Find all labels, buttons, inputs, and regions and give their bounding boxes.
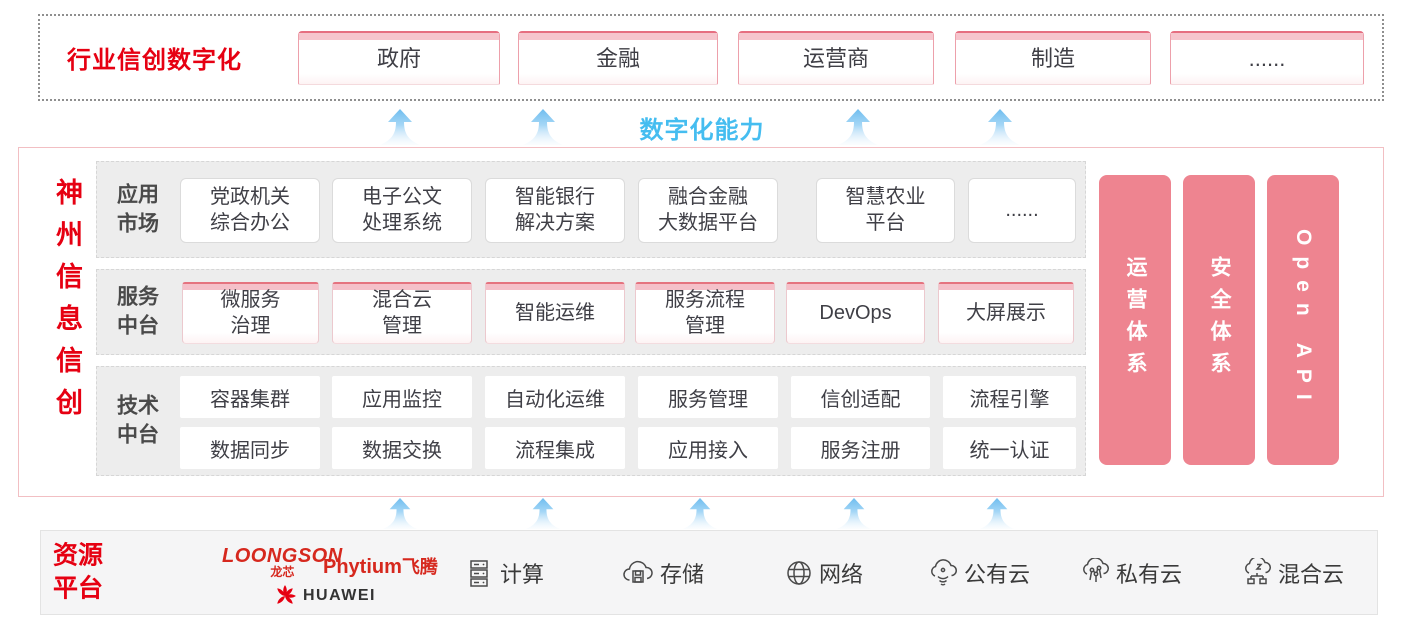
industry-section: 行业信创数字化 政府 金融 运营商 制造 ...... [38,14,1384,101]
resource-section-title: 资源 平台 [53,540,104,603]
pillar-open-api: Open API [1267,175,1339,465]
tech-box-app-access: 应用接入 [638,427,778,469]
app-box-more: ...... [968,178,1076,243]
up-arrow-icon [525,498,561,529]
pillar-operations-system: 运营体系 [1099,175,1171,465]
app-market-row: 应用 市场 党政机关 综合办公 电子公文 处理系统 智能银行 解决方案 融合金融… [96,161,1086,258]
app-box-smart-agriculture: 智慧农业 平台 [816,178,955,243]
public-cloud-icon [931,558,957,586]
tech-box-service-mgmt: 服务管理 [638,376,778,418]
resource-item-hybrid-cloud: 混合云 [1241,531,1344,614]
app-box-finance-bigdata: 融合金融 大数据平台 [638,178,778,243]
vendor-phytium-logo: Phytium飞腾 [323,556,438,578]
up-arrow-icon [682,498,718,529]
app-market-row-label: 应用 市场 [117,183,159,236]
industry-section-title: 行业信创数字化 [67,47,242,74]
industry-item-operator: 运营商 [738,31,934,85]
service-box-big-screen: 大屏展示 [938,282,1074,344]
service-platform-row: 服务 中台 微服务 治理 混合云 管理 智能运维 服务流程 管理 DevOps … [96,269,1086,355]
service-box-service-process-mgmt: 服务流程 管理 [635,282,775,344]
app-box-smart-banking: 智能银行 解决方案 [485,178,625,243]
industry-item-finance: 金融 [518,31,718,85]
service-box-hybrid-cloud-mgmt: 混合云 管理 [332,282,472,344]
hybrid-cloud-icon [1245,557,1271,584]
resource-item-public-cloud: 公有云 [927,531,1030,614]
tech-box-automated-ops: 自动化运维 [485,376,625,418]
tech-box-data-sync: 数据同步 [180,427,320,469]
app-box-edoc-system: 电子公文 处理系统 [332,178,472,243]
service-platform-row-label: 服务 中台 [117,285,159,338]
app-box-party-gov-office: 党政机关 综合办公 [180,178,320,243]
up-arrow-icon [980,109,1020,145]
tech-box-xinchuang-adaptation: 信创适配 [791,376,930,418]
up-arrow-icon [382,498,418,529]
storage-icon [623,560,653,583]
up-arrow-icon [979,498,1015,529]
pillar-security-system: 安全体系 [1183,175,1255,465]
service-box-intelligent-ops: 智能运维 [485,282,625,344]
industry-item-government: 政府 [298,31,500,85]
tech-box-data-exchange: 数据交换 [332,427,472,469]
tech-platform-row: 技术 中台 容器集群 应用监控 自动化运维 服务管理 信创适配 流程引擎 数据同… [96,366,1086,476]
resource-item-storage: 存储 [621,531,704,614]
tech-box-container-cluster: 容器集群 [180,376,320,418]
resource-item-compute: 计算 [465,531,544,614]
tech-platform-row-label: 技术 中台 [117,394,159,447]
capability-label: 数字化能力 [639,117,765,144]
up-arrow-icon [380,109,420,145]
up-arrow-icon [838,109,878,145]
up-arrow-icon [523,109,563,145]
vendor-loongson-logo: LOONGSON 龙芯 [222,545,343,579]
tech-box-service-registry: 服务注册 [791,427,930,469]
service-box-devops: DevOps [786,282,925,344]
resource-section: 资源 平台 LOONGSON 龙芯 Phytium飞腾 HUAWEI [40,530,1378,615]
private-cloud-icon [1083,557,1109,582]
resource-item-network: 网络 [784,531,863,614]
industry-item-manufacturing: 制造 [955,31,1151,85]
vendor-huawei-logo: HUAWEI [273,584,376,608]
up-arrow-icon [836,498,872,529]
network-icon [787,560,811,585]
tech-box-unified-auth: 统一认证 [943,427,1076,469]
tech-box-app-monitoring: 应用监控 [332,376,472,418]
resource-item-private-cloud: 私有云 [1079,531,1182,614]
industry-item-more: ...... [1170,31,1364,85]
tech-box-process-engine: 流程引擎 [943,376,1076,418]
service-box-microservice-governance: 微服务 治理 [182,282,319,344]
compute-icon [470,559,488,587]
platform-section: 神州信息信创云 应用 市场 党政机关 综合办公 电子公文 处理系统 智能银行 解… [18,147,1384,497]
tech-box-process-integration: 流程集成 [485,427,625,469]
huawei-flower-icon [277,585,296,604]
